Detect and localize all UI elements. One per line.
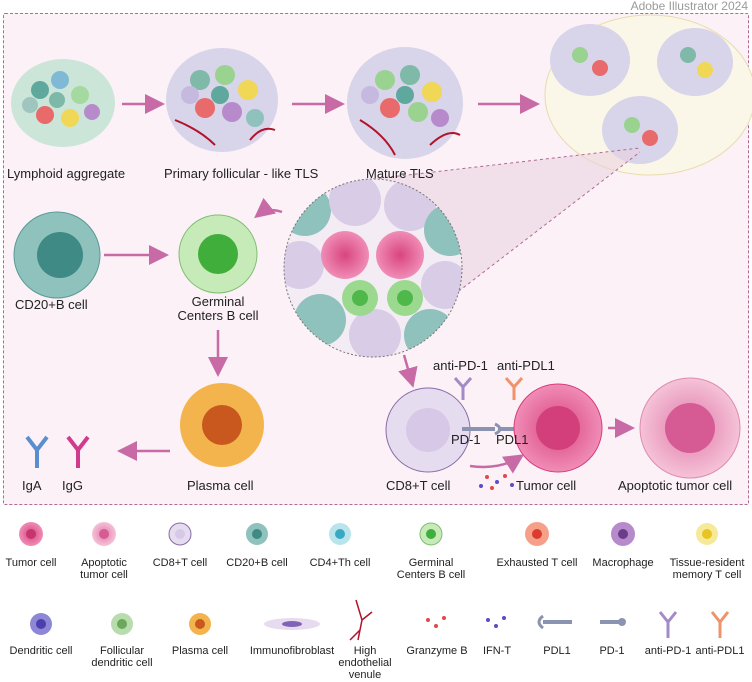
label-tumor: Tumor cell xyxy=(516,478,577,493)
label-germinal-1: Germinal xyxy=(191,294,245,309)
label-cd8t: CD8+T cell xyxy=(386,478,451,493)
iga-antibody xyxy=(25,435,49,468)
stage-label-mature: Mature TLS xyxy=(366,166,434,181)
anti-pdl1-antibody xyxy=(504,377,524,400)
label-apoptotic: Apoptotic tumor cell xyxy=(618,478,733,493)
watermark: Adobe Illustrator 2024 xyxy=(630,0,748,13)
primary-tls-cluster xyxy=(166,48,278,152)
legend-label: Tumor cell xyxy=(5,557,57,569)
granzyme-dots xyxy=(479,474,514,490)
legend-label: IFN-T xyxy=(482,645,512,657)
legend-label: Immunofibroblast xyxy=(249,645,335,657)
legend-label: PDL1 xyxy=(543,645,571,657)
legend-label: Exhausted T cell xyxy=(496,557,578,569)
tls-zoom-circle xyxy=(284,179,462,357)
label-iga: IgA xyxy=(22,478,42,493)
lymphoid-aggregate-cluster xyxy=(11,59,115,147)
label-igg: IgG xyxy=(62,478,83,493)
label-pdl1: PDL1 xyxy=(496,432,529,447)
legend-label: CD20+B cell xyxy=(226,557,288,569)
legend-label: anti-PDL1 xyxy=(695,645,745,657)
legend-label: CD8+T cell xyxy=(152,557,208,569)
label-anti-pd1: anti-PD-1 xyxy=(433,358,488,373)
legend-icons-row1 xyxy=(19,522,718,546)
tumor-with-tls-cluster xyxy=(544,14,752,176)
legend-label: PD-1 xyxy=(599,645,625,657)
legend-label: CD4+Th cell xyxy=(309,557,371,569)
stage-label-lymphoid: Lymphoid aggregate xyxy=(7,166,126,181)
igg-antibody xyxy=(66,435,90,468)
legend-label: Dendritic cell xyxy=(9,645,73,657)
legend-icons-row2 xyxy=(30,599,730,641)
label-germinal-2: Centers B cell xyxy=(177,308,259,323)
label-anti-pdl1: anti-PDL1 xyxy=(497,358,555,373)
stage-label-primary: Primary follicular - like TLS xyxy=(164,166,319,181)
legend-label: Plasma cell xyxy=(171,645,229,657)
legend-label: anti-PD-1 xyxy=(644,645,692,657)
anti-pd1-antibody xyxy=(453,377,473,400)
label-plasma: Plasma cell xyxy=(187,478,254,493)
legend-label: Granzyme B xyxy=(406,645,468,657)
legend-label: Macrophage xyxy=(592,557,654,569)
label-pd1: PD-1 xyxy=(451,432,481,447)
mature-tls-cluster xyxy=(347,47,463,159)
label-cd20b: CD20+B cell xyxy=(15,297,88,312)
